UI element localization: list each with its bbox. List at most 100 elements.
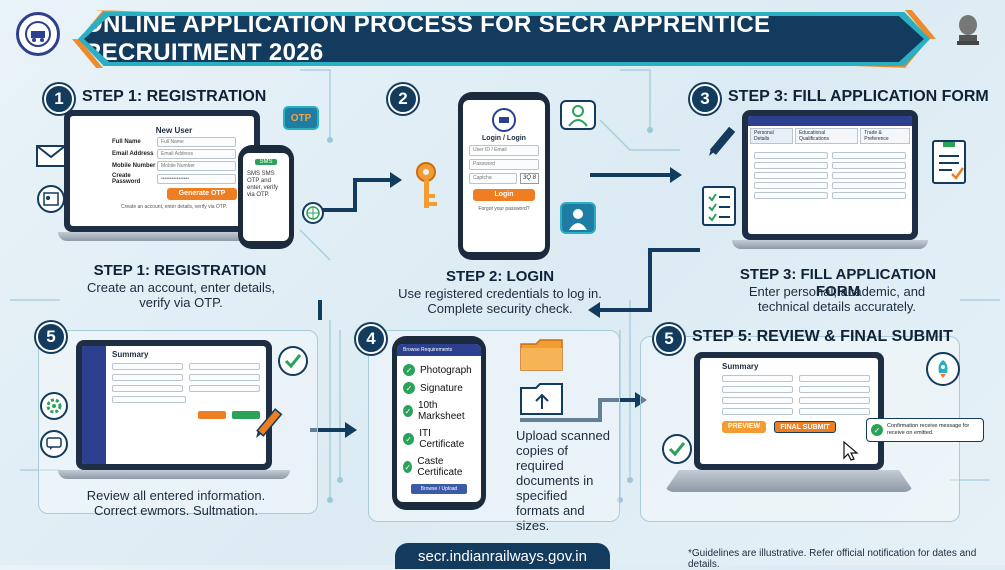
- check-icon: ✓: [403, 382, 415, 394]
- field-label: Create Password: [112, 173, 141, 185]
- confirmation-toast: ✓ Confirmation receive message for recei…: [866, 418, 984, 442]
- key-icon: [414, 160, 444, 217]
- submit-mini-button[interactable]: [232, 411, 260, 419]
- document-iti-certificate: ITI Certificate: [419, 428, 465, 450]
- user-id-input[interactable]: User ID / Email: [469, 145, 539, 156]
- step-1-title: STEP 1: REGISTRATION: [82, 88, 267, 105]
- step-2-number: 2: [388, 84, 418, 114]
- sms-text: SMS SMS OTP and enter, verify via OTP.: [247, 171, 279, 198]
- preview-mini-button[interactable]: [198, 411, 226, 419]
- login-phone: Login / Login User ID / Email Password C…: [458, 92, 550, 260]
- field-label: Email Address: [112, 151, 154, 157]
- laptop-base: [58, 232, 266, 241]
- password-input[interactable]: ••••••••••••••••: [157, 174, 236, 184]
- step-4-number: 4: [356, 324, 386, 354]
- step-2-caption: Use registered credentials to log in. Co…: [398, 286, 602, 316]
- cursor-icon: [842, 440, 860, 467]
- check-icon: [278, 346, 308, 376]
- rocket-icon: [926, 352, 960, 386]
- step-2-caption-title: STEP 2: LOGIN: [445, 268, 555, 285]
- footnote: *Guidelines are illustrative. Refer offi…: [688, 548, 977, 570]
- field-label: Mobile Number: [112, 163, 156, 169]
- step-5-left-number: 5: [36, 322, 66, 352]
- check-icon: ✓: [403, 461, 413, 473]
- application-form-laptop: Personal Details Educational Qualificati…: [732, 110, 928, 250]
- full-name-input[interactable]: Full Name: [157, 137, 236, 147]
- captcha-input[interactable]: Captcha: [469, 173, 517, 184]
- settings-icon: [40, 392, 68, 420]
- sms-phone: SMS SMS SMS OTP and enter, verify via OT…: [238, 145, 294, 249]
- checklist-icon: [702, 186, 736, 226]
- user-chat-icon: [560, 100, 596, 130]
- tab-educational-qualifications[interactable]: Educational Qualifications: [794, 128, 859, 144]
- clipboard-icon: [932, 140, 966, 184]
- railway-logo-icon: [492, 108, 516, 132]
- check-icon: ✓: [403, 405, 413, 417]
- email-input[interactable]: Email Address: [157, 149, 236, 159]
- review-sidebar: [82, 346, 106, 464]
- login-password-input[interactable]: Password: [469, 159, 539, 170]
- website-url[interactable]: secr.indianrailways.gov.in: [395, 543, 610, 569]
- upload-phone: Browse Requirements ✓ Photograph ✓ Signatu…: [392, 336, 486, 510]
- user-profile-icon: [560, 202, 596, 234]
- form-note: Create an account, enter details, verify…: [121, 204, 227, 210]
- document-photograph: Photograph: [420, 364, 472, 376]
- step-3-number: 3: [690, 84, 720, 114]
- step-1-caption: Create an account, enter details, verify…: [87, 280, 275, 310]
- step-5-left-caption: Review all entered information. Correct …: [86, 488, 266, 518]
- document-signature: Signature: [420, 382, 463, 394]
- review-laptop: Summary: [58, 340, 290, 480]
- login-button[interactable]: Login: [473, 189, 535, 201]
- step-1-number: 1: [44, 84, 74, 114]
- final-submit-button[interactable]: FINAL SUBMIT: [774, 421, 836, 433]
- folder-icon: [520, 338, 564, 377]
- email-icon: [36, 145, 66, 172]
- laptop-base: [58, 470, 290, 479]
- check-icon: ✓: [403, 364, 415, 376]
- form-top-bar: [748, 116, 912, 126]
- preview-button[interactable]: PREVIEW: [722, 421, 766, 433]
- summary-heading: Summary: [722, 362, 759, 371]
- page-title: ONLINE APPLICATION PROCESS FOR SECR APPR…: [84, 11, 771, 66]
- field-label: Full Name: [112, 139, 141, 145]
- final-submit-laptop: Summary PREVIEW FINAL SUBMIT: [664, 352, 914, 504]
- globe-icon: [302, 202, 324, 224]
- id-card-icon: [37, 185, 65, 213]
- check-icon: ✓: [403, 433, 415, 445]
- step-3-caption-title: STEP 3: FILL APPLICATION FORM: [739, 266, 937, 300]
- new-user-heading: New User: [155, 126, 193, 135]
- edit-pencil-icon: [252, 408, 284, 445]
- mobile-input[interactable]: Mobile Number: [157, 161, 236, 171]
- otp-badge: OTP: [283, 106, 319, 130]
- step-3-caption: Enter personal, academic, and technical …: [748, 284, 926, 314]
- captcha-code: 3Q 8: [519, 173, 539, 184]
- step-5-right-title: STEP 5: REVIEW & FINAL SUBMIT: [692, 328, 953, 345]
- header-banner: ONLINE APPLICATION PROCESS FOR SECR APPR…: [84, 16, 924, 62]
- step-1-caption-title: STEP 1: REGISTRATION: [93, 262, 267, 279]
- pencil-icon: [705, 126, 739, 165]
- approved-check-icon: [662, 434, 692, 464]
- document-caste-certificate: Caste Certificate: [417, 456, 463, 478]
- tab-personal-details[interactable]: Personal Details: [750, 128, 793, 144]
- summary-heading: Summary: [112, 350, 149, 359]
- tab-trade-preference[interactable]: Trade & Preference: [860, 128, 910, 144]
- registration-laptop: New User Full Name Full Name Email Addres…: [58, 110, 266, 241]
- browse-requirements-header: Browse Requirements: [397, 344, 481, 356]
- sms-badge: SMS: [255, 159, 277, 165]
- indian-railways-logo: [16, 12, 60, 56]
- form-fields-area: [748, 146, 912, 205]
- laptop-base: [732, 240, 928, 249]
- document-10th-marksheet: 10th Marksheet: [417, 400, 465, 422]
- browse-upload-button[interactable]: Browse / Upload: [411, 484, 467, 494]
- step-5-right-number: 5: [654, 324, 684, 354]
- upload-folder-icon: [520, 382, 564, 421]
- step-3-title: STEP 3: FILL APPLICATION FORM: [728, 88, 989, 105]
- generate-otp-button[interactable]: Generate OTP: [167, 188, 237, 200]
- chat-icon: [40, 430, 68, 458]
- forgot-password-link[interactable]: Forgot your password?: [478, 206, 530, 212]
- national-emblem-icon: [950, 10, 986, 50]
- step-4-caption: Upload scanned copies of required docume…: [516, 428, 610, 533]
- confirmation-message: Confirmation receive message for receive…: [887, 423, 970, 436]
- login-heading: Login / Login: [482, 135, 526, 142]
- success-icon: ✓: [871, 424, 883, 436]
